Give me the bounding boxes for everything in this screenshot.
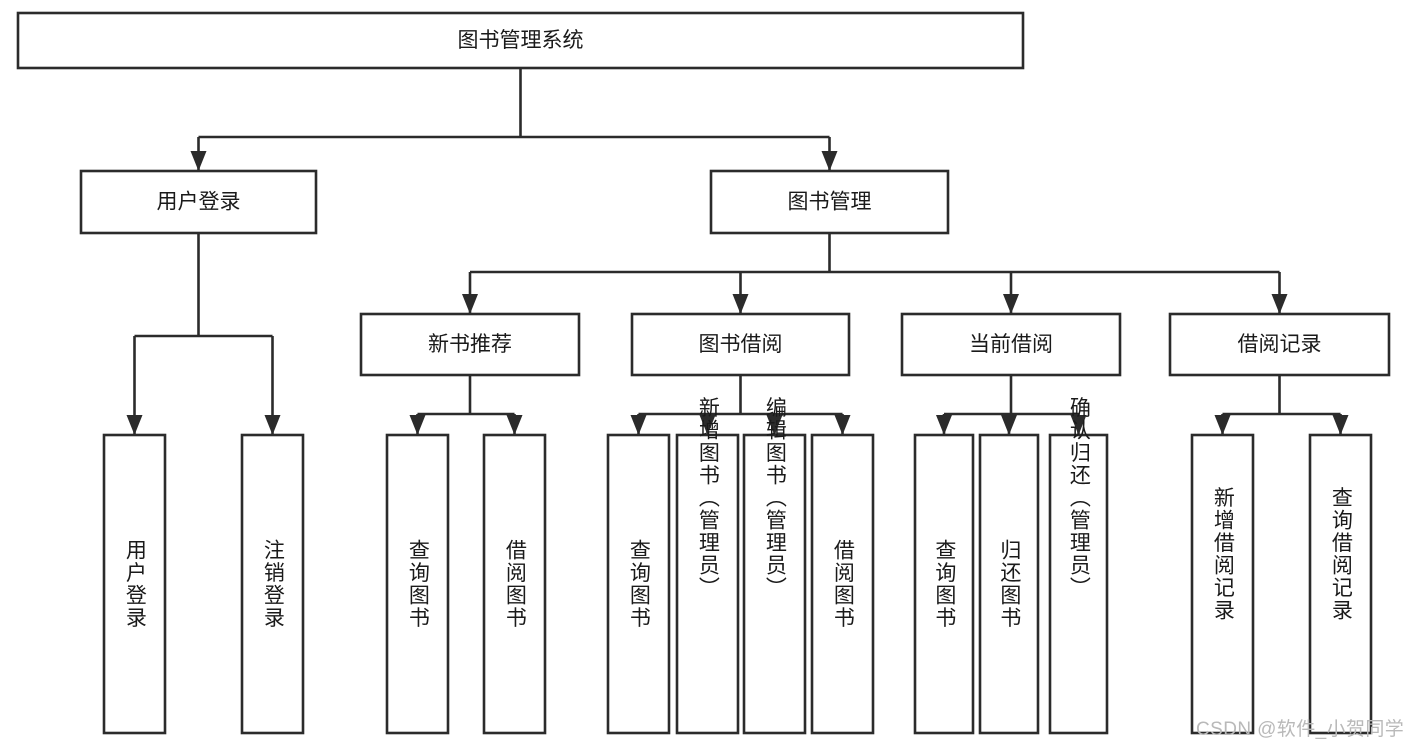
arrow-head-icon-leaf-borrow-book-2 [834,415,851,435]
arrow-head-icon-current-borrow [1003,294,1019,314]
arrow-head-icon-leaf-confirm-return-admin [1070,415,1087,435]
arrow-head-icon-leaf-logout [264,415,281,435]
arrow-head-icon-leaf-query-borrow-record [1332,415,1349,435]
node-label-root: 图书管理系统 [458,29,584,52]
arrow-head-icon-book-manage [821,151,838,171]
node-box-book-borrow [630,312,851,377]
node-box-leaf-edit-book-admin [742,433,807,735]
node-box-user-login [79,169,318,235]
node-label-user-login: 用户登录 [157,191,241,214]
node-box-leaf-user-login [102,433,167,735]
node-label-book-borrow: 图书借阅 [699,333,783,356]
node-label-book-manage: 图书管理 [788,191,872,214]
edges-layer [126,68,1349,435]
arrow-head-icon-leaf-add-book-admin [699,415,716,435]
node-box-leaf-confirm-return-admin [1048,433,1109,735]
arrow-head-icon-leaf-query-book-1 [409,415,426,435]
arrow-head-icon-user-login [190,151,207,171]
node-box-leaf-query-borrow-record [1308,433,1373,735]
node-box-leaf-add-book-admin [675,433,740,735]
arrow-head-icon-leaf-user-login [126,415,143,435]
node-label-current-borrow: 当前借阅 [969,333,1053,356]
arrow-head-icon-leaf-borrow-book-1 [506,415,523,435]
arrow-head-icon-new-book-rec [462,294,478,314]
csdn-watermark: CSDN @软件_小贺同学 [1196,719,1405,740]
node-box-borrow-record [1168,312,1391,377]
node-box-new-book-rec [359,312,581,377]
arrow-head-icon-borrow-record [1271,294,1288,314]
node-box-leaf-return-book [978,433,1040,735]
nodes-layer [16,11,1391,735]
node-box-leaf-query-book-3 [913,433,975,735]
node-box-current-borrow [900,312,1122,377]
node-box-root [16,11,1025,70]
node-box-leaf-borrow-book-2 [810,433,875,735]
node-label-new-book-rec: 新书推荐 [428,333,512,356]
arrow-head-icon-leaf-query-book-3 [936,415,952,435]
node-label-borrow-record: 借阅记录 [1238,333,1322,356]
node-box-leaf-query-book-2 [606,433,671,735]
arrow-head-icon-leaf-add-borrow-record [1214,415,1231,435]
node-box-leaf-borrow-book-1 [482,433,547,735]
node-box-leaf-add-borrow-record [1190,433,1255,735]
node-box-leaf-query-book-1 [385,433,450,735]
arrow-head-icon-leaf-edit-book-admin [766,415,783,435]
arrow-head-icon-leaf-query-book-2 [630,415,647,435]
node-box-book-manage [709,169,950,235]
arrow-head-icon-book-borrow [732,294,749,314]
node-box-leaf-logout [240,433,305,735]
arrow-head-icon-leaf-return-book [1001,415,1017,435]
